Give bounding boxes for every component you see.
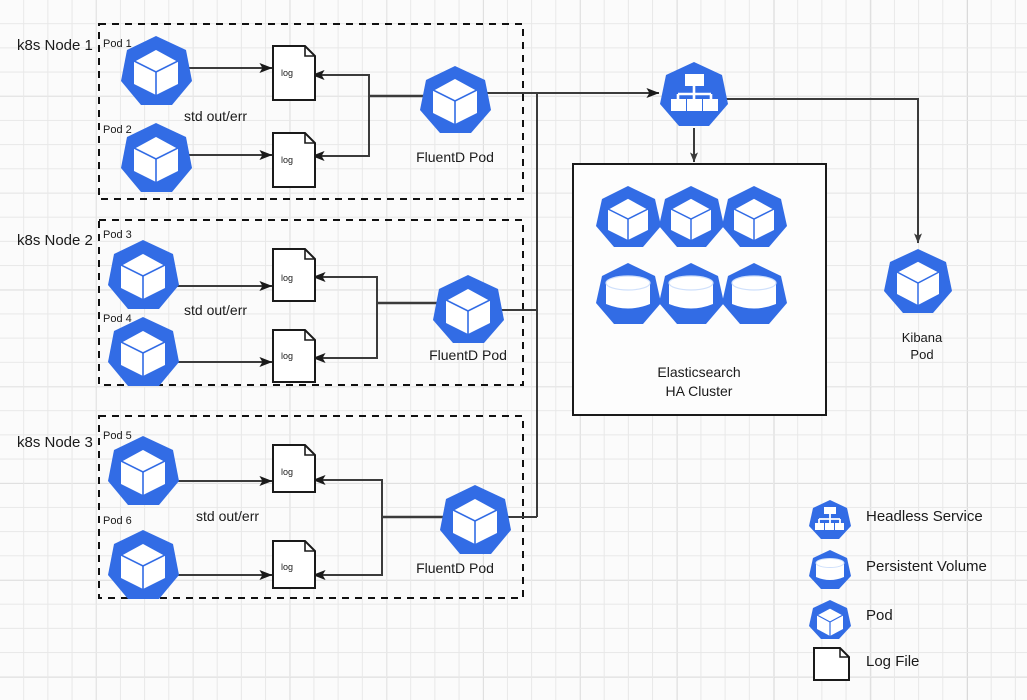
elasticsearch-pod-icon-2[interactable] [659,186,724,247]
elasticsearch-pod-icon-3[interactable] [722,186,787,247]
edge-logs-bracket-node3 [314,479,383,576]
edge-logs-bracket-node1 [314,74,370,157]
headless-service-icon[interactable] [660,62,728,126]
log-file-icon-5[interactable] [272,444,316,493]
node3-boundary [98,415,524,599]
node1-group [188,63,537,161]
pod-icon-pod3[interactable] [108,240,179,309]
kibana-pod-icon[interactable] [884,249,952,313]
pod-icon-pod5[interactable] [108,436,179,505]
log-file-icon-3[interactable] [272,248,316,302]
legend-pod-icon [809,600,851,639]
edge-bus-to-headless-service [536,88,660,517]
log-file-icon-6[interactable] [272,540,316,589]
log-file-icon-2[interactable] [272,132,316,188]
log-file-icon-1[interactable] [272,45,316,101]
fluentd-pod-icon-node3[interactable] [440,485,511,554]
node2-boundary [98,219,524,386]
edge-service-to-kibana [724,98,922,244]
pod-icon-pod6[interactable] [108,530,179,599]
fluentd-pod-icon-node2[interactable] [433,275,504,343]
legend-log-file-icon [813,647,850,681]
log-file-icon-4[interactable] [272,329,316,383]
persistent-volume-icon-3[interactable] [722,263,787,324]
persistent-volume-icon-2[interactable] [659,263,724,324]
elasticsearch-pod-icon-1[interactable] [596,186,661,247]
pod-icon-pod1[interactable] [121,36,192,105]
node3-group [175,475,537,580]
edge-logs-bracket-node2 [314,276,378,359]
fluentd-pod-icon-node1[interactable] [420,66,491,133]
persistent-volume-icon-1[interactable] [596,263,661,324]
pod-icon-pod4[interactable] [108,317,179,386]
node1-boundary [98,23,524,200]
legend-persistent-volume-icon [809,550,851,589]
pod-icon-pod2[interactable] [121,123,192,192]
legend-headless-service-icon [809,500,851,539]
node2-group [175,272,537,367]
